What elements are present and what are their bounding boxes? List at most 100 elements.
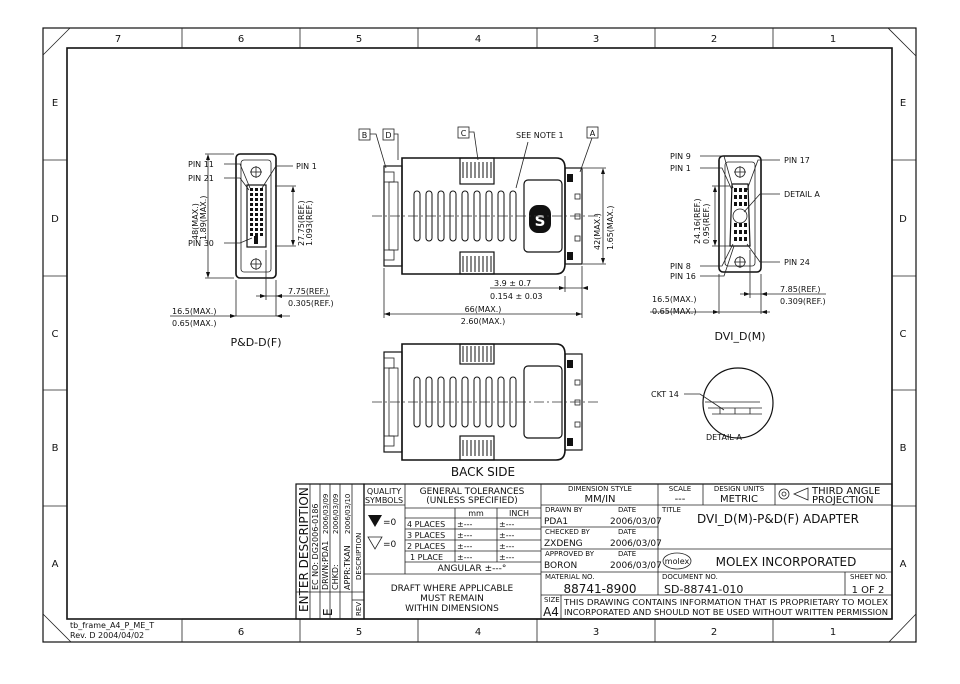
company-name: MOLEX INCORPORATED	[716, 555, 857, 569]
pd-ref-width-in: 0.305(REF.)	[288, 299, 334, 308]
places-inch: ±---	[499, 542, 514, 551]
dim-style-label: DIMENSION STYLE	[568, 485, 632, 493]
pd-height-max-in: 1.89(MAX.)	[199, 196, 208, 240]
places-mm: ±---	[457, 520, 472, 529]
row-label: E	[900, 98, 906, 109]
contact-pin	[250, 213, 253, 216]
material-number: 88741-8900	[563, 582, 636, 596]
rev-value: E	[321, 608, 335, 616]
dvi-dm-view: PIN 9 PIN 1 PIN 17 DETAIL A PIN 8 PIN 16…	[650, 152, 826, 343]
sheet-size: A4	[543, 605, 559, 619]
contact-pin	[250, 203, 253, 206]
col-label: 3	[593, 34, 599, 45]
template-rev: Rev. D 2004/04/02	[70, 631, 144, 640]
col-label: 7	[115, 34, 121, 45]
pd-ref-width-mm: 7.75(REF.)	[288, 287, 329, 296]
col-label: 3	[593, 627, 599, 638]
projection-label: THIRD ANGLE	[811, 486, 880, 497]
contact-pin	[255, 228, 258, 231]
dvi-pin17-label: PIN 17	[784, 156, 810, 165]
molex-logo-text: molex	[665, 557, 690, 566]
dvi-pin1-label: PIN 1	[670, 164, 691, 173]
callout-c: C	[461, 129, 467, 138]
dvi-max-width-mm: 16.5(MAX.)	[652, 295, 696, 304]
draft-note-3: WITHIN DIMENSIONS	[405, 604, 499, 614]
contact-pin	[255, 193, 258, 196]
pd-shell-outline	[235, 153, 277, 279]
row-label: D	[899, 214, 907, 225]
row-label: C	[52, 329, 59, 340]
dvi-pin24-label: PIN 24	[784, 258, 810, 267]
rev-date: 2006/03/09	[322, 494, 330, 534]
contact-pin	[260, 203, 263, 206]
places-inch: ±---	[499, 531, 514, 540]
pd-pin30-label: PIN 30	[188, 239, 214, 248]
contact-pin	[255, 198, 258, 201]
dvi-ref-width-mm: 7.85(REF.)	[780, 285, 821, 294]
contact-pin	[250, 228, 253, 231]
contact-pin	[255, 223, 258, 226]
pd-pin1-label: PIN 1	[296, 162, 317, 171]
contact-pin	[739, 237, 742, 241]
contact-pin	[734, 230, 737, 234]
places-label: 1 PLACE	[410, 553, 443, 562]
sheet-label: SHEET NO.	[850, 573, 888, 581]
contact-pin	[250, 208, 253, 211]
dvi-pin9-label: PIN 9	[670, 152, 691, 161]
row-label: E	[52, 98, 58, 109]
pd-ref-height-mm: 27.75(REF.)	[297, 200, 306, 246]
quality-sym2: =0	[383, 540, 397, 550]
drawn-date: 2006/03/07	[610, 517, 662, 527]
enter-description: ENTER DESCRIPTION	[297, 487, 311, 612]
dvi-pin8-label: PIN 8	[670, 262, 691, 271]
checked-date: 2006/03/07	[610, 539, 662, 549]
detail-a-view: CKT 14 DETAIL A	[651, 367, 774, 442]
contact-pin	[255, 213, 258, 216]
draft-note-2: MUST REMAIN	[420, 594, 484, 604]
ground-blade	[254, 236, 258, 244]
back-side-title: BACK SIDE	[451, 465, 515, 479]
back-side-view: BACK SIDE	[372, 343, 598, 479]
row-label: B	[900, 443, 907, 454]
rev-label: REV	[355, 602, 363, 616]
contact-pin	[739, 202, 742, 206]
row-label: C	[900, 329, 907, 340]
pd-max-width-mm: 16.5(MAX.)	[172, 307, 216, 316]
pd-height-max-mm: 48(MAX.)	[191, 203, 200, 240]
thumbscrew-bottom	[459, 251, 495, 275]
contact-pin	[260, 228, 263, 231]
ec-number: EC NO: DG2006-0186	[311, 503, 320, 590]
col-label: 4	[475, 627, 481, 638]
dvi-view-title: DVI_D(M)	[714, 330, 765, 343]
molex-emblem-icon	[529, 205, 551, 233]
contact-pin	[260, 208, 263, 211]
contact-pin	[739, 223, 742, 227]
sheet-frame	[42, 27, 917, 643]
angular-tolerance: ANGULAR ±---°	[438, 564, 507, 574]
dvi-detail-label: DETAIL A	[784, 190, 820, 199]
checked-initials: CHKD:	[331, 564, 340, 590]
design-units-label: DESIGN UNITS	[714, 485, 765, 493]
contact-pin	[255, 218, 258, 221]
col-label: 1	[830, 627, 836, 638]
places-inch: ±---	[499, 553, 514, 562]
scale: ---	[675, 494, 686, 505]
document-number: SD-88741-010	[664, 583, 743, 596]
detail-a-title: DETAIL A	[706, 433, 742, 442]
see-note-label: SEE NOTE 1	[516, 131, 564, 140]
drawn-initials: DRWN:PDA1	[321, 541, 330, 590]
size-label: SIZE	[544, 596, 560, 604]
sheet-number: 1 OF 2	[852, 585, 885, 596]
draft-note-1: DRAFT WHERE APPLICABLE	[391, 584, 514, 594]
pd-max-width-in: 0.65(MAX.)	[172, 319, 216, 328]
column-labels: 7 6 5 4 3 2 1 6 5 4 3 2 1	[115, 34, 836, 638]
top-height-max-in: 1.65(MAX.)	[606, 206, 615, 250]
unless-specified: (UNLESS SPECIFIED)	[426, 496, 518, 506]
svg-text:S: S	[535, 212, 546, 230]
top-height-max-mm: 42(MAX.)	[593, 213, 602, 250]
contact-pin	[260, 198, 263, 201]
approved-date: 2006/03/07	[610, 561, 662, 571]
places-label: 3 PLACES	[407, 531, 445, 540]
drawing-title: DVI_D(M)-P&D(F) ADAPTER	[697, 512, 859, 526]
